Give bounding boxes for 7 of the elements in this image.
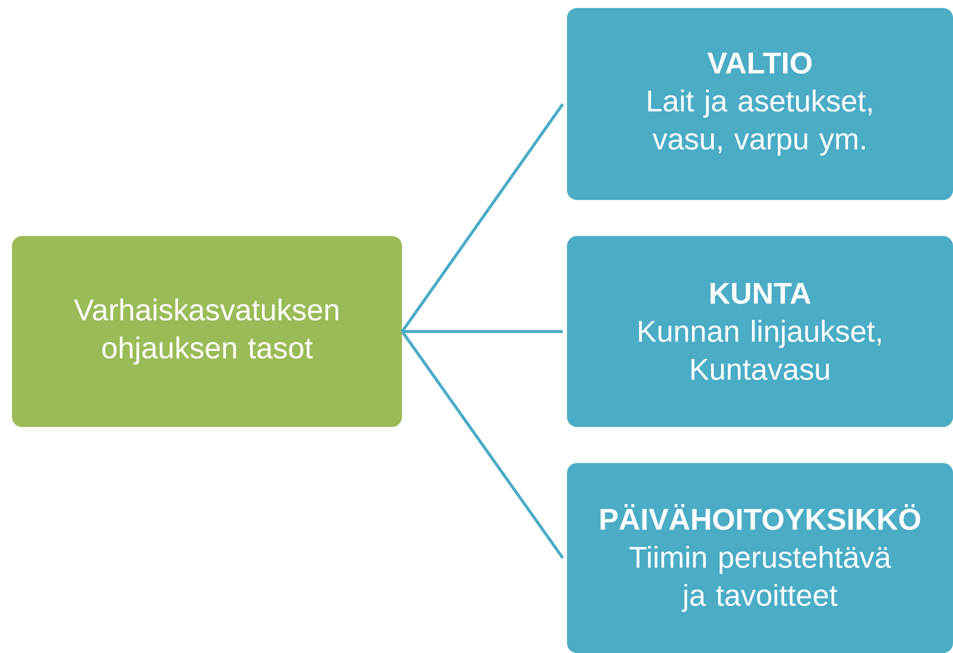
level-box: KUNTA Kunnan linjaukset, Kuntavasu [567, 236, 953, 427]
level-box: VALTIO Lait ja asetukset, vasu, varpu ym. [567, 8, 953, 200]
level-box: PÄIVÄHOITOYKSIKKÖ Tiimin perustehtävä ja tavoitteet [567, 462, 953, 653]
connector-line [400, 330, 564, 559]
topic-box: Varhaiskasvatuksen ohjauksen tasot [12, 236, 402, 427]
connector-line [402, 330, 563, 333]
connector-line [400, 103, 564, 332]
